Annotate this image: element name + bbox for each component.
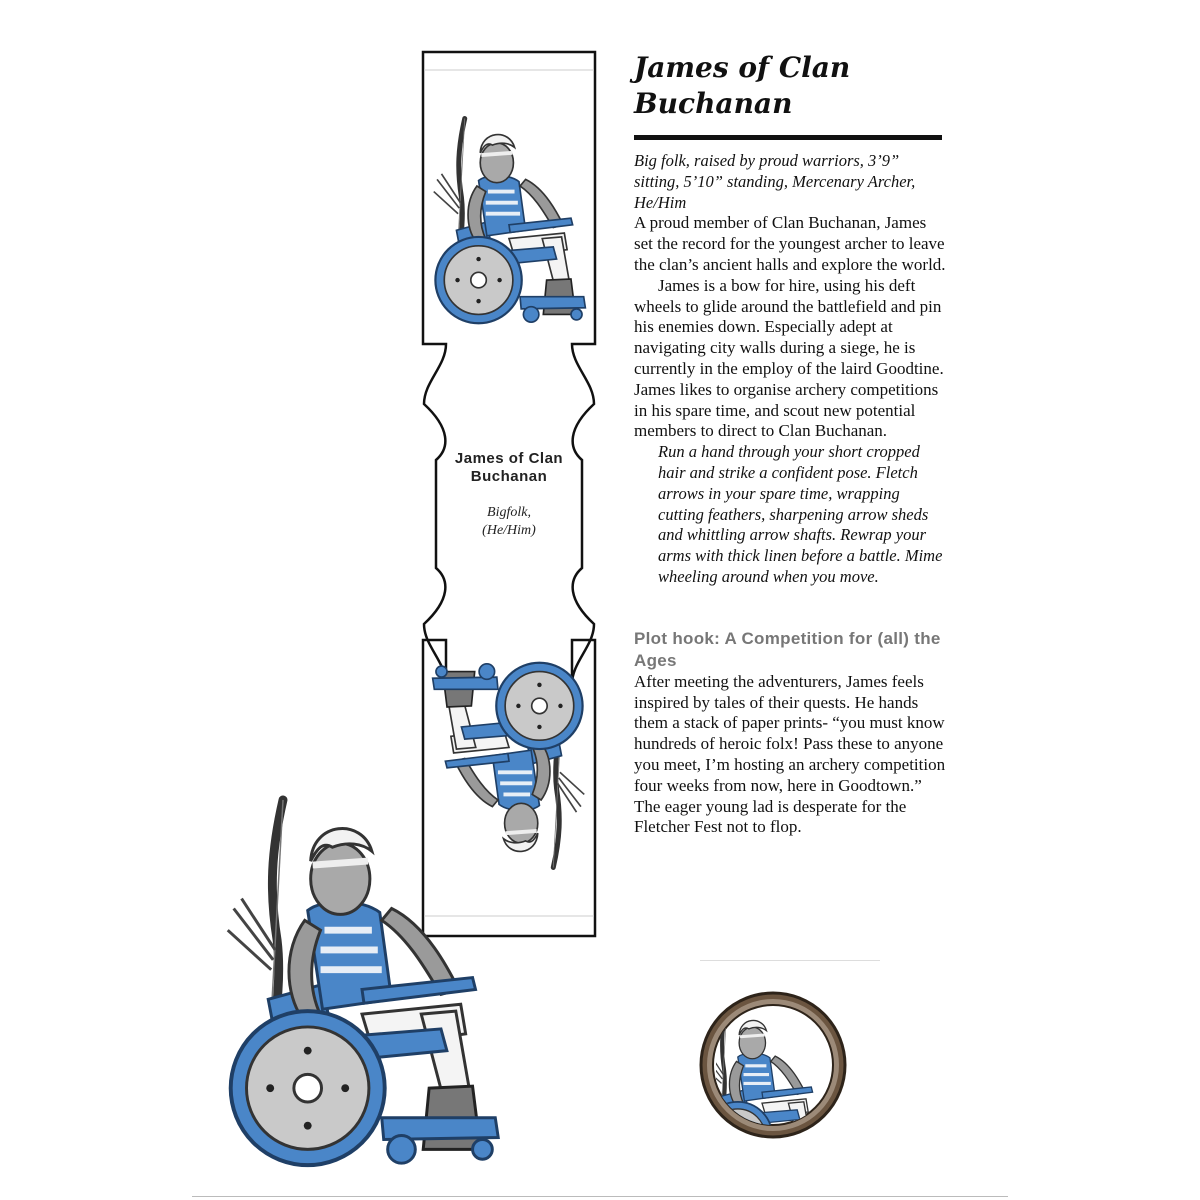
character-profile: James of Clan Buchanan Big folk, raised … (634, 50, 946, 838)
mini-name-label: James of Clan Buchanan (454, 450, 564, 485)
bio-paragraph-1: A proud member of Clan Buchanan, James s… (634, 213, 946, 274)
footer-divider (192, 1196, 1008, 1197)
roleplay-notes: Run a hand through your short cropped ha… (658, 442, 943, 586)
mini-front-illustration (426, 112, 592, 332)
plot-hook-text: After meeting the adventurers, James fee… (634, 671, 946, 837)
paper-mini-template: James of Clan Buchanan Bigfolk, (He/Him) (418, 48, 600, 940)
plot-hook-heading: Plot hook: A Competition for (all) the A… (634, 628, 941, 670)
character-tagline: Big folk, raised by proud warriors, 3’9”… (634, 151, 916, 212)
portrait-token (698, 990, 848, 1140)
title-divider (634, 135, 942, 140)
token-divider (700, 960, 880, 961)
mini-kind-label: Bigfolk, (He/Him) (482, 505, 536, 538)
bio-paragraph-2: James is a bow for hire, using his deft … (634, 275, 944, 441)
character-title: James of Clan Buchanan (634, 51, 851, 120)
character-illustration (212, 792, 512, 1177)
